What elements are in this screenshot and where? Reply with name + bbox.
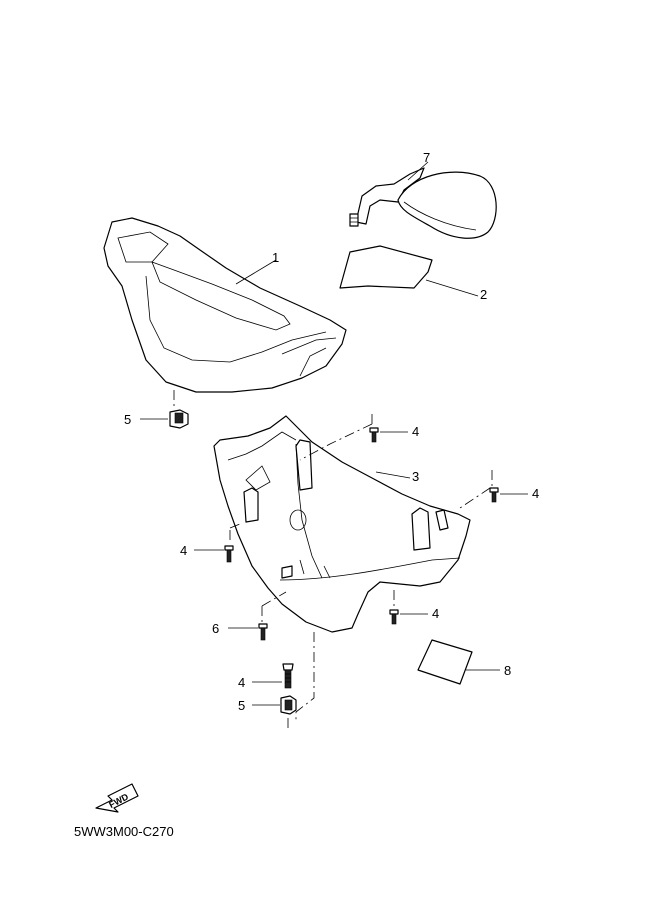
- callout-2: 2: [480, 287, 487, 302]
- mirror: [349, 167, 497, 239]
- callout-4-right: 4: [532, 486, 539, 501]
- screw-bottom-center: [389, 609, 399, 625]
- label-upper: [339, 245, 433, 289]
- callout-4-left: 4: [180, 543, 187, 558]
- screw-right: [489, 487, 499, 503]
- callout-5-lower: 5: [238, 698, 245, 713]
- drawing-code: 5WW3M00-C270: [74, 824, 174, 839]
- callout-4-lower: 4: [238, 675, 245, 690]
- fwd-arrow-icon: [95, 783, 139, 813]
- callout-1: 1: [272, 250, 279, 265]
- front-handlebar-cover: [103, 217, 347, 393]
- screw-lower: [282, 663, 294, 689]
- callout-5-upper: 5: [124, 412, 131, 427]
- callout-4-top: 4: [412, 424, 419, 439]
- callout-4-bottom: 4: [432, 606, 439, 621]
- nut-lower: [280, 695, 297, 715]
- screw-left: [224, 545, 234, 563]
- screw-bottom-left: [258, 623, 268, 641]
- callout-6: 6: [212, 621, 219, 636]
- label-lower: [417, 639, 473, 685]
- callout-7: 7: [423, 150, 430, 165]
- screw-top-center: [369, 427, 379, 443]
- callout-8: 8: [504, 663, 511, 678]
- callout-3: 3: [412, 469, 419, 484]
- rear-handlebar-cover: [213, 415, 471, 633]
- nut-upper: [169, 409, 189, 429]
